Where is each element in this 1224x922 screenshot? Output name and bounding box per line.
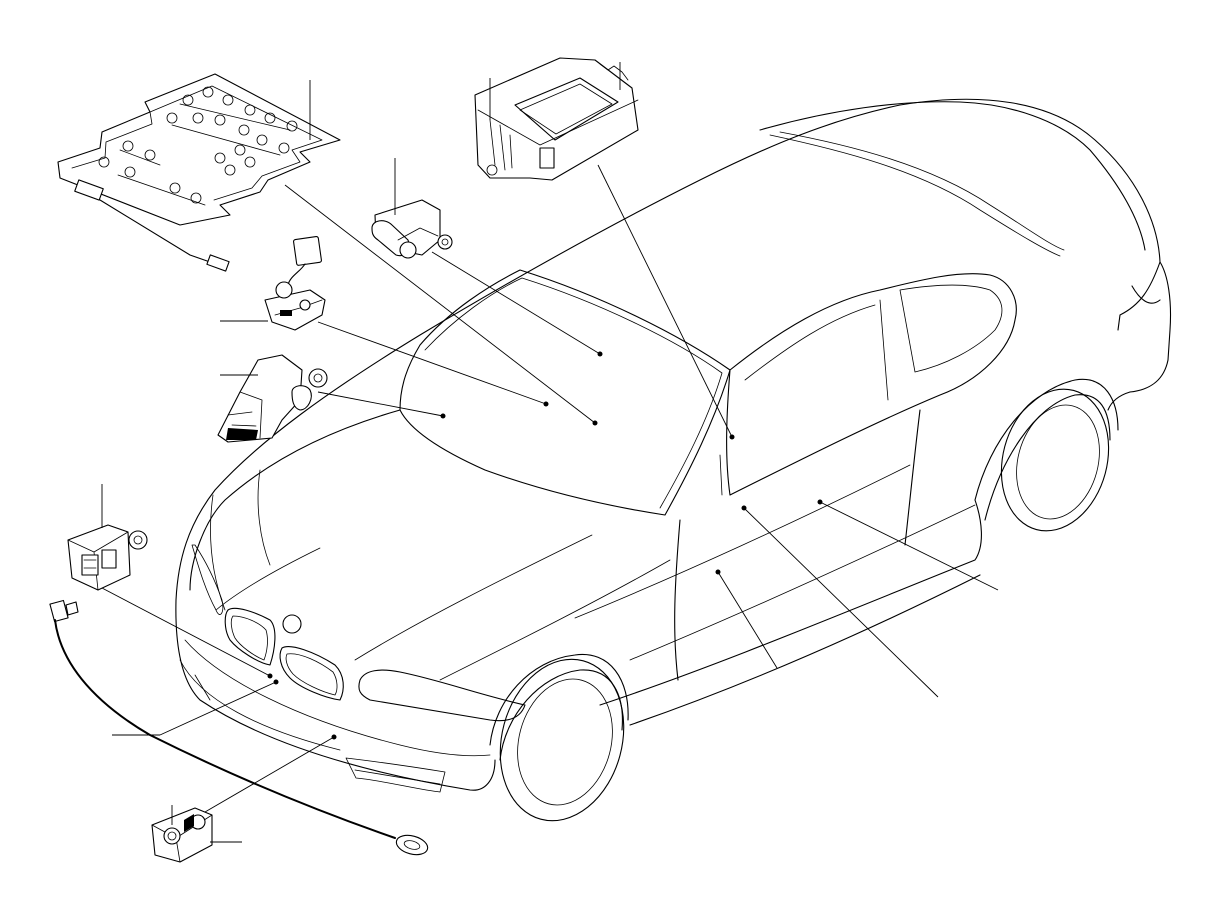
seat-occupancy-mat-icon[interactable]: [57, 73, 341, 272]
side-impact-sensor-upper-icon[interactable]: [371, 199, 453, 259]
front-crash-sensor-right-icon[interactable]: [151, 807, 213, 863]
callout-leaders: [101, 62, 999, 843]
side-impact-sensor-door-icon[interactable]: [217, 354, 328, 443]
front-crash-sensor-left-icon[interactable]: [67, 524, 148, 591]
seat-belt-switch-icon[interactable]: [264, 236, 326, 331]
sensor-cable-icon[interactable]: [49, 599, 430, 857]
airbag-control-unit-icon[interactable]: [474, 57, 639, 181]
car-outline: [175, 98, 1172, 822]
